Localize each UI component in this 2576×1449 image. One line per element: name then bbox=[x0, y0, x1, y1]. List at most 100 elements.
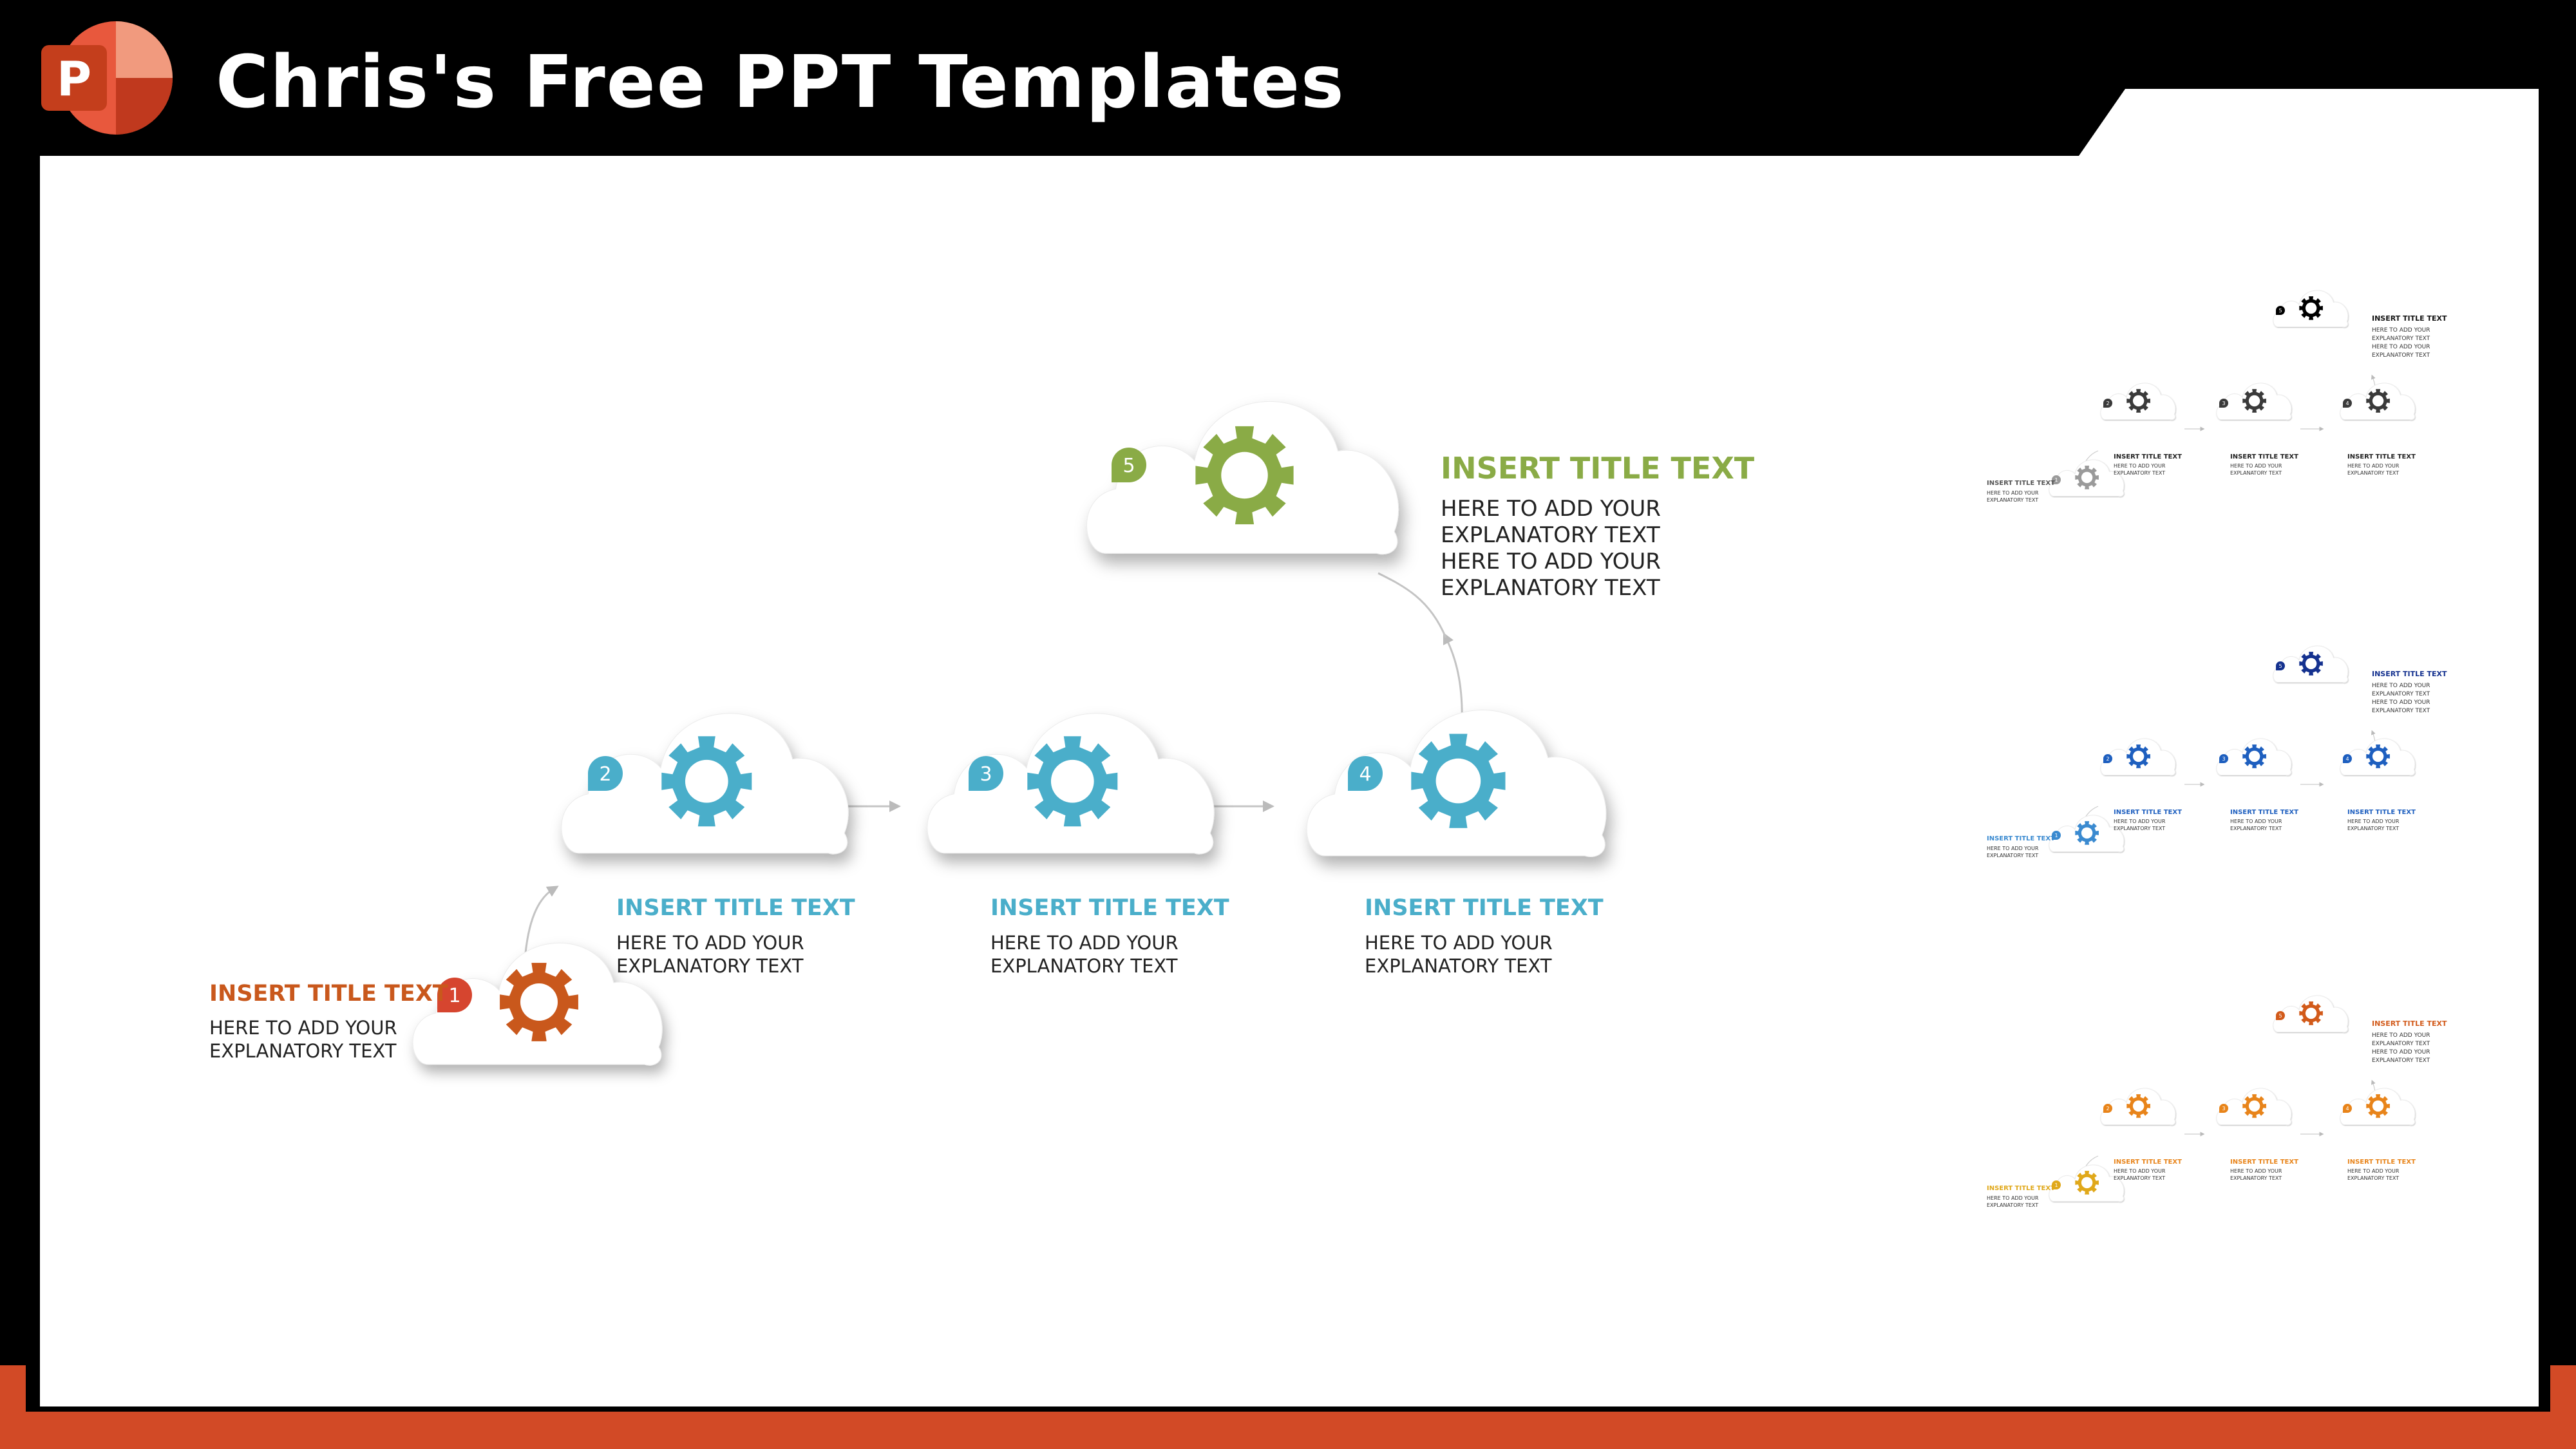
step-badge-1: 1 bbox=[437, 978, 472, 1012]
step-5-desc-line-1: HERE TO ADD YOUR bbox=[1441, 496, 1661, 522]
step-number: 2 bbox=[2106, 1106, 2109, 1112]
mini-blue-title-3: INSERT TITLE TEXT bbox=[2230, 809, 2298, 816]
mini-black-badge-2: 2 bbox=[2103, 399, 2112, 408]
mini-black-desc-3b: EXPLANATORY TEXT bbox=[2230, 470, 2282, 476]
step-badge-2: 2 bbox=[588, 756, 623, 791]
step-2-title: INSERT TITLE TEXT bbox=[616, 895, 855, 921]
mini-black-title-4: INSERT TITLE TEXT bbox=[2347, 453, 2416, 460]
mini-blue-desc-4b: EXPLANATORY TEXT bbox=[2347, 826, 2400, 831]
mini-black-badge-1: 1 bbox=[2052, 475, 2061, 484]
mini-orange-cloud-1 bbox=[2049, 1164, 2125, 1202]
mini-black-desc-2b: EXPLANATORY TEXT bbox=[2114, 470, 2166, 476]
mini-orange-desc-4a: HERE TO ADD YOUR bbox=[2347, 1168, 2400, 1174]
gear-hole bbox=[2248, 750, 2260, 762]
step-3-desc-line-2: EXPLANATORY TEXT bbox=[990, 955, 1178, 977]
gear-hole bbox=[685, 759, 728, 803]
mini-black-desc-5d: EXPLANATORY TEXT bbox=[2372, 352, 2430, 359]
mini-black-desc-2a: HERE TO ADD YOUR bbox=[2114, 463, 2166, 469]
cloud-step-4 bbox=[1306, 710, 1607, 857]
gear-hole bbox=[2372, 1100, 2384, 1112]
mini-black-desc-1b: EXPLANATORY TEXT bbox=[1987, 497, 2039, 503]
mini-blue-cloud-4 bbox=[2340, 738, 2416, 776]
step-number: 3 bbox=[2222, 401, 2225, 406]
mini-orange-title-3: INSERT TITLE TEXT bbox=[2230, 1159, 2298, 1166]
step-1-title: INSERT TITLE TEXT bbox=[209, 981, 448, 1007]
mini-blue-cloud-2 bbox=[2100, 738, 2176, 776]
step-1-desc-line-1: HERE TO ADD YOUR bbox=[209, 1017, 397, 1039]
step-5-desc-line-3: HERE TO ADD YOUR bbox=[1441, 549, 1661, 574]
mini-blue-desc-5d: EXPLANATORY TEXT bbox=[2372, 708, 2430, 714]
mini-black-desc-3a: HERE TO ADD YOUR bbox=[2230, 463, 2282, 469]
connector-arrow-4-5 bbox=[1443, 632, 1463, 725]
cloud-step-5 bbox=[1086, 401, 1399, 555]
step-number: 1 bbox=[448, 985, 460, 1007]
mini-black-cloud-2 bbox=[2100, 383, 2176, 421]
mini-orange-desc-2b: EXPLANATORY TEXT bbox=[2114, 1175, 2166, 1181]
mini-orange-desc-1b: EXPLANATORY TEXT bbox=[1987, 1202, 2039, 1208]
mini-orange-desc-5c: HERE TO ADD YOUR bbox=[2372, 1049, 2430, 1056]
step-1-desc-line-2: EXPLANATORY TEXT bbox=[209, 1040, 397, 1062]
mini-orange-desc-1a: HERE TO ADD YOUR bbox=[1987, 1195, 2039, 1201]
step-number: 4 bbox=[1359, 763, 1371, 786]
gear-hole bbox=[2305, 302, 2317, 314]
mini-black-title-1: INSERT TITLE TEXT bbox=[1987, 480, 2055, 487]
mini-black-title-3: INSERT TITLE TEXT bbox=[2230, 453, 2298, 460]
step-number: 3 bbox=[2222, 756, 2225, 762]
step-number: 1 bbox=[2054, 833, 2058, 838]
mini-black-desc-5a: HERE TO ADD YOUR bbox=[2372, 327, 2430, 334]
mini-blue-desc-5b: EXPLANATORY TEXT bbox=[2372, 691, 2430, 697]
connector-line-4-5 bbox=[1378, 572, 1447, 638]
cloud-step-1 bbox=[412, 942, 663, 1066]
mini-blue-badge-5: 5 bbox=[2276, 661, 2285, 670]
mini-black-desc-1a: HERE TO ADD YOUR bbox=[1987, 490, 2039, 496]
step-badge-5: 5 bbox=[1112, 448, 1146, 482]
gear-hole bbox=[2248, 1100, 2260, 1112]
mini-orange-title-2: INSERT TITLE TEXT bbox=[2114, 1159, 2182, 1166]
mini-black-badge-5: 5 bbox=[2276, 306, 2285, 315]
mini-black-title-2: INSERT TITLE TEXT bbox=[2114, 453, 2182, 460]
mini-blue-cloud-5 bbox=[2273, 645, 2349, 683]
mini-orange-desc-2a: HERE TO ADD YOUR bbox=[2114, 1168, 2166, 1174]
gear-hole bbox=[2081, 827, 2093, 839]
step-2-desc-line-2: EXPLANATORY TEXT bbox=[616, 955, 804, 977]
step-number: 1 bbox=[2054, 477, 2058, 483]
cloud-step-3 bbox=[927, 713, 1215, 855]
gear-hole bbox=[1435, 758, 1481, 804]
mini-orange-cloud-3 bbox=[2216, 1088, 2292, 1126]
step-number: 2 bbox=[599, 763, 611, 786]
mini-blue-title-4: INSERT TITLE TEXT bbox=[2347, 809, 2416, 816]
step-number: 2 bbox=[2106, 756, 2109, 762]
mini-blue-desc-5a: HERE TO ADD YOUR bbox=[2372, 683, 2430, 689]
mini-blue-desc-2b: EXPLANATORY TEXT bbox=[2114, 826, 2166, 831]
mini-black-desc-5b: EXPLANATORY TEXT bbox=[2372, 336, 2430, 342]
mini-black-cloud-5 bbox=[2273, 290, 2349, 328]
brand-title: Chris's Free PPT Templates bbox=[216, 41, 1345, 124]
step-number: 4 bbox=[2345, 401, 2349, 406]
step-badge-3: 3 bbox=[969, 756, 1003, 791]
mini-orange-title-5: INSERT TITLE TEXT bbox=[2372, 1019, 2447, 1028]
connector-arrow-1-2 bbox=[524, 886, 559, 960]
mini-blue-cloud-1 bbox=[2049, 815, 2125, 853]
mini-black-badge-3: 3 bbox=[2219, 399, 2228, 408]
mini-orange-desc-3b: EXPLANATORY TEXT bbox=[2230, 1175, 2282, 1181]
gear-hole bbox=[2248, 395, 2260, 407]
step-number: 5 bbox=[2278, 1013, 2282, 1019]
gear-hole bbox=[1221, 451, 1268, 499]
mini-orange-badge-4: 4 bbox=[2343, 1104, 2352, 1113]
slide-white-area bbox=[40, 89, 2539, 1406]
step-number: 2 bbox=[2106, 401, 2109, 406]
step-4-desc-line-2: EXPLANATORY TEXT bbox=[1365, 955, 1552, 977]
mini-orange-cloud-2 bbox=[2100, 1088, 2176, 1126]
mini-black-title-5: INSERT TITLE TEXT bbox=[2372, 314, 2447, 323]
mini-black-desc-4b: EXPLANATORY TEXT bbox=[2347, 470, 2400, 476]
gear-hole bbox=[2132, 750, 2145, 762]
mini-blue-badge-1: 1 bbox=[2052, 831, 2061, 840]
mini-blue-badge-2: 2 bbox=[2103, 754, 2112, 763]
mini-orange-title-4: INSERT TITLE TEXT bbox=[2347, 1159, 2416, 1166]
mini-blue-desc-4a: HERE TO ADD YOUR bbox=[2347, 819, 2400, 824]
mini-orange-badge-3: 3 bbox=[2219, 1104, 2228, 1113]
mini-orange-title-1: INSERT TITLE TEXT bbox=[1987, 1185, 2055, 1192]
powerpoint-icon: P bbox=[41, 21, 173, 135]
cloud-step-2 bbox=[561, 713, 849, 855]
step-2-desc-line-1: HERE TO ADD YOUR bbox=[616, 932, 804, 954]
